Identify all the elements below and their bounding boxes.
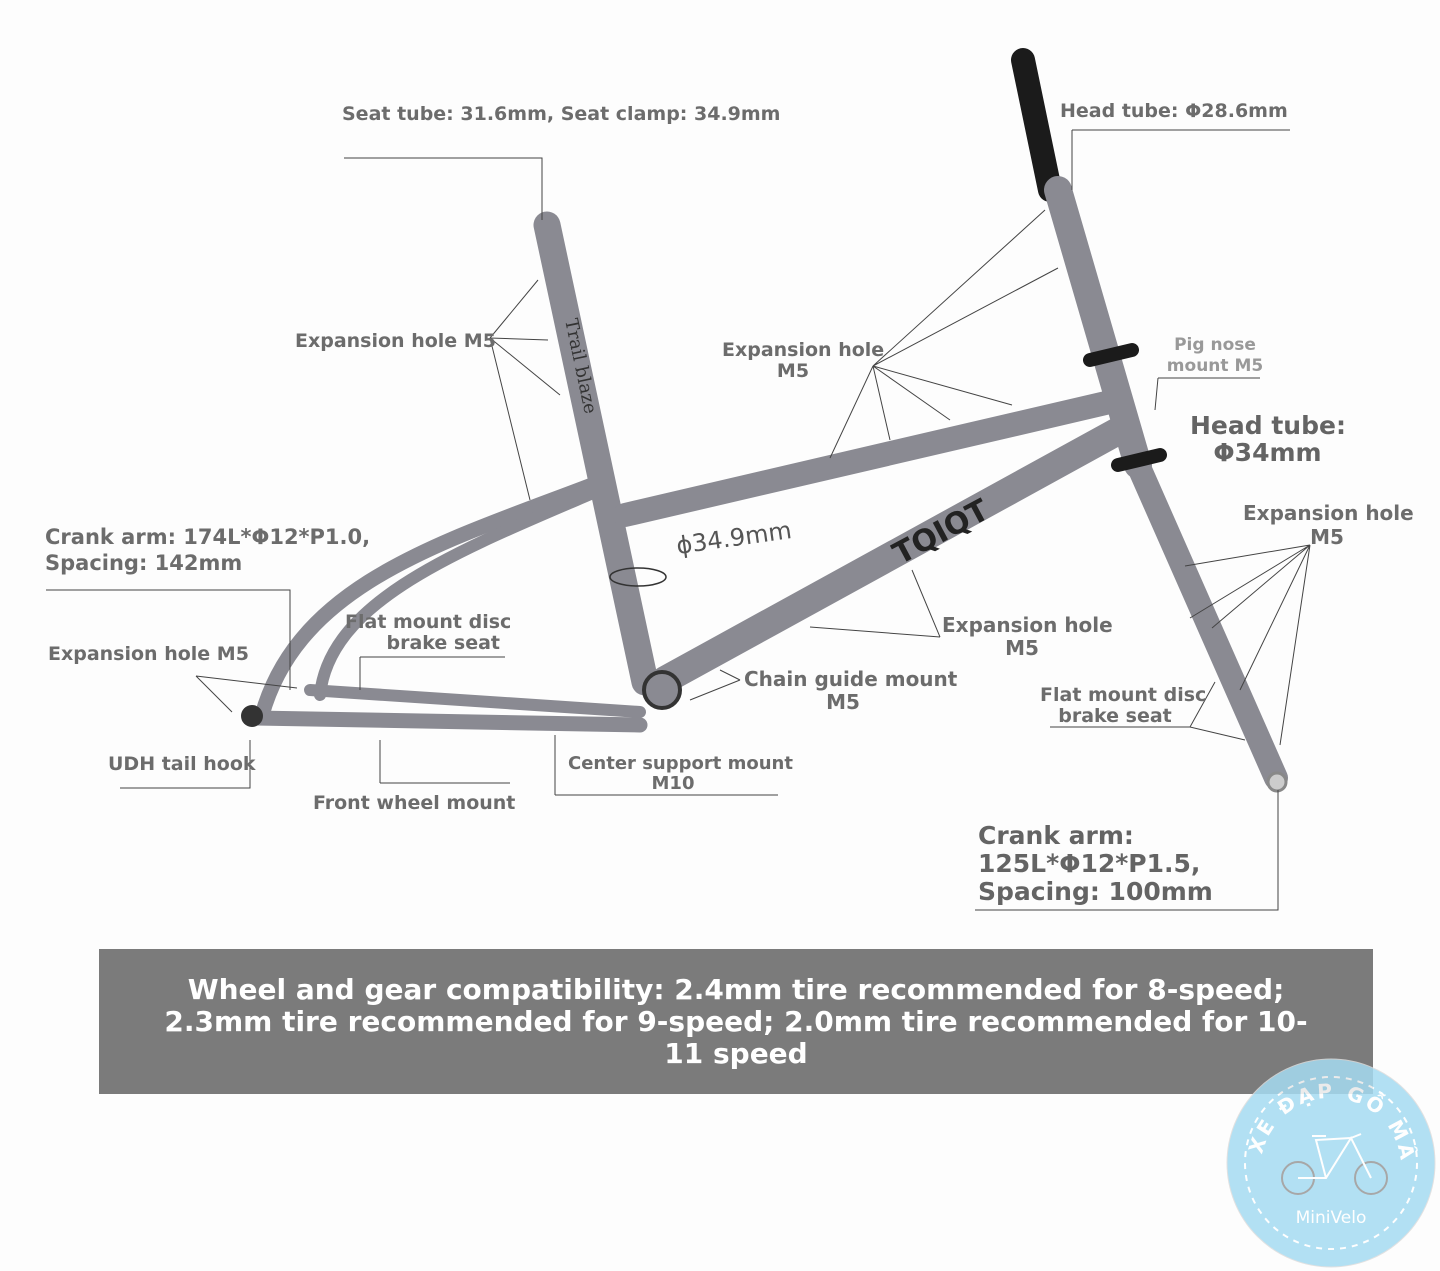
label-center-support: Center support mount M10 (568, 753, 793, 794)
label-head-tube-top: Head tube: Φ28.6mm (1060, 100, 1288, 122)
label-pig-nose: Pig nose mount M5 (1166, 335, 1264, 376)
fork (1126, 453, 1288, 790)
chain-stay-upper (304, 684, 646, 718)
front-dropout (1266, 771, 1288, 793)
label-seat-tube: Seat tube: 31.6mm, Seat clamp: 34.9mm (342, 103, 781, 125)
top-tube (613, 390, 1122, 527)
rear-dropout (241, 705, 263, 727)
seat-stay (254, 472, 613, 723)
label-expansion-fork: Expansion hole M5 (1243, 501, 1414, 549)
label-crank-front: Crank arm: 125L*Φ12*P1.5, Spacing: 100mm (978, 821, 1213, 906)
label-flat-mount-rear: Flat mount disc brake seat (345, 611, 512, 654)
label-expansion-top-tube: Expansion hole M5 (722, 339, 885, 382)
chain-stay (247, 710, 648, 733)
label-crank-rear: Crank arm: 174L*Φ12*P1.0, Spacing: 142mm (45, 525, 371, 575)
seat-stay-inner (314, 484, 606, 701)
label-chain-guide: Chain guide mount M5 (744, 667, 958, 714)
banner-text: Wheel and gear compatibility: 2.4mm tire… (164, 972, 1308, 1070)
steerer (1011, 48, 1062, 202)
bike-frame-illustration: TQIQT Trail blaze (46, 48, 1311, 911)
label-expansion-down-tube: Expansion hole M5 (942, 613, 1113, 660)
compatibility-banner: Wheel and gear compatibility: 2.4mm tire… (99, 949, 1373, 1094)
watermark-name: MiniVelo (1296, 1208, 1367, 1228)
label-udh-tail-hook: UDH tail hook (108, 753, 256, 775)
watermark-logo: XE ĐẠP GỖ MÂY MiniVelo (1226, 1058, 1436, 1268)
label-expansion-rear: Expansion hole M5 (48, 643, 249, 665)
bottom-bracket (642, 670, 682, 710)
down-tube (651, 416, 1134, 694)
seat-tube (533, 211, 659, 696)
label-expansion-seat-tube: Expansion hole M5 (295, 330, 496, 352)
label-flat-mount-front: Flat mount disc brake seat (1040, 684, 1207, 727)
label-front-wheel-mount: Front wheel mount (313, 792, 516, 814)
head-tube (1044, 176, 1152, 479)
frame-brand: TQIQT (887, 493, 995, 573)
label-head-tube-34: Head tube: Φ34mm (1190, 411, 1346, 467)
